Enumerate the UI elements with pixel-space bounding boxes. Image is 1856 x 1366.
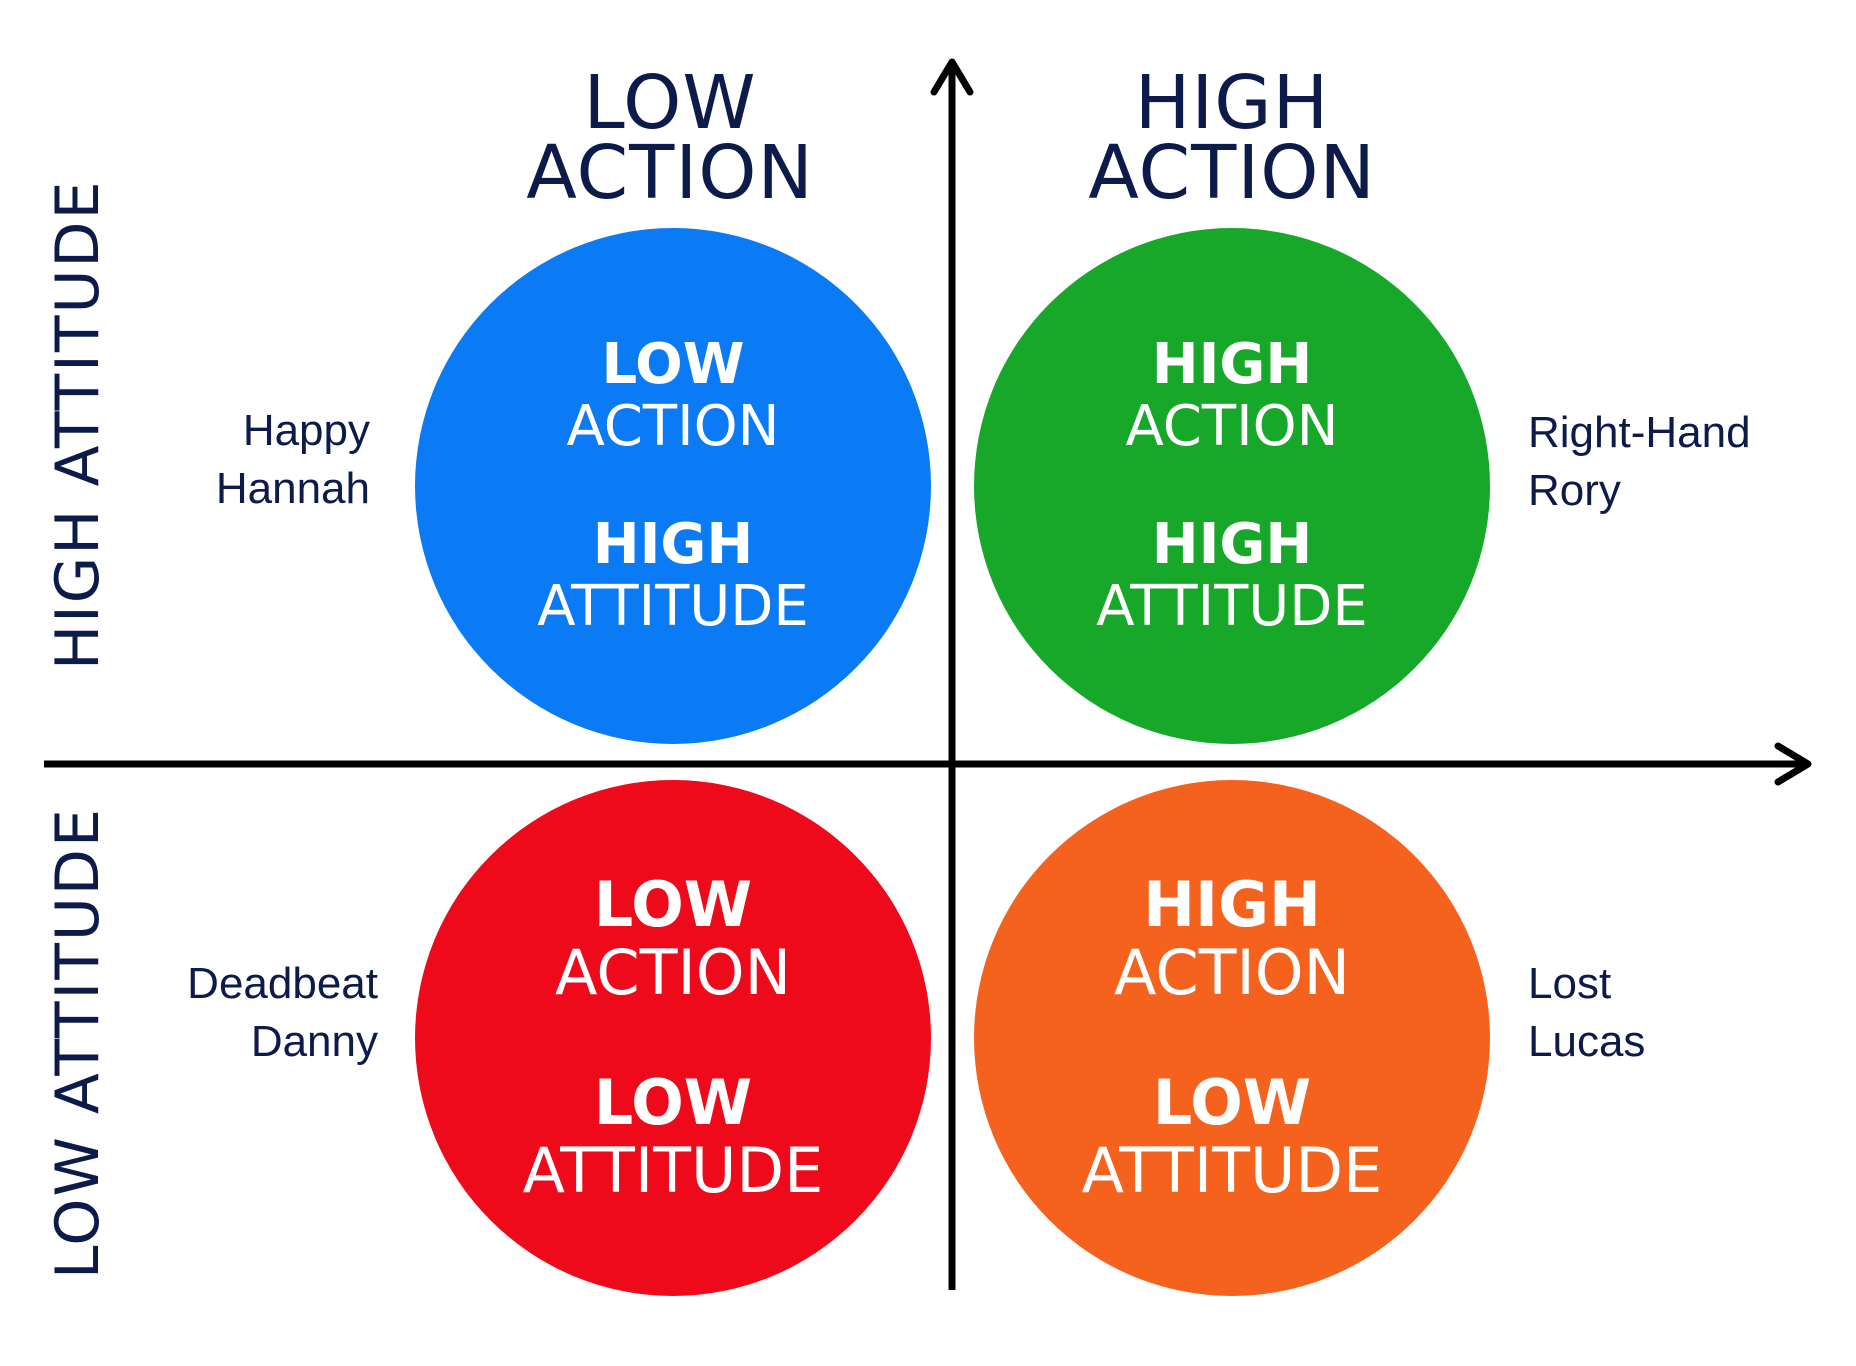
circle-high-action-low-attitude: HIGH ACTION LOW ATTITUDE	[974, 780, 1490, 1296]
persona-label-happy-hannah: Happy Hannah	[160, 402, 370, 518]
column-header-high-action: HIGH ACTION	[1032, 60, 1432, 216]
attitude-level: LOW	[593, 1066, 753, 1139]
attitude-word: ATTITUDE	[1081, 1134, 1383, 1207]
action-level: LOW	[601, 332, 745, 397]
attitude-level: LOW	[1152, 1066, 1312, 1139]
persona-first-name: Deadbeat	[187, 959, 378, 1008]
persona-label-deadbeat-danny: Deadbeat Danny	[140, 955, 378, 1071]
horizontal-axis-arrowhead	[1774, 742, 1812, 786]
column-header-low-action: LOW ACTION	[470, 60, 870, 216]
circle-low-action-high-attitude: LOW ACTION HIGH ATTITUDE	[415, 228, 931, 744]
persona-label-lost-lucas: Lost Lucas	[1528, 955, 1728, 1071]
action-word: ACTION	[1125, 394, 1339, 459]
column-header-high-action-line2: ACTION	[1088, 130, 1376, 216]
row-header-high-attitude: HIGH ATTITUDE	[43, 179, 113, 670]
action-level: LOW	[593, 868, 753, 941]
row-header-low-attitude: LOW ATTITUDE	[43, 807, 113, 1279]
persona-label-right-hand-rory: Right-Hand Rory	[1528, 404, 1808, 520]
attitude-word: ATTITUDE	[522, 1134, 824, 1207]
action-word: ACTION	[1114, 936, 1350, 1009]
persona-first-name: Happy	[242, 406, 370, 455]
attitude-level: HIGH	[592, 512, 754, 577]
vertical-axis-arrowhead	[930, 58, 974, 96]
attitude-word: ATTITUDE	[1096, 574, 1368, 639]
persona-last-name: Danny	[250, 1017, 378, 1066]
action-word: ACTION	[566, 394, 780, 459]
persona-first-name: Lost	[1528, 959, 1612, 1008]
action-level: HIGH	[1143, 868, 1321, 941]
column-header-high-action-line1: HIGH	[1134, 60, 1330, 146]
persona-last-name: Lucas	[1528, 1017, 1646, 1066]
persona-last-name: Rory	[1528, 466, 1621, 515]
column-header-low-action-line1: LOW	[583, 60, 757, 146]
action-level: HIGH	[1151, 332, 1313, 397]
circle-low-action-low-attitude: LOW ACTION LOW ATTITUDE	[415, 780, 931, 1296]
attitude-level: HIGH	[1151, 512, 1313, 577]
attitude-word: ATTITUDE	[537, 574, 809, 639]
circle-high-action-high-attitude: HIGH ACTION HIGH ATTITUDE	[974, 228, 1490, 744]
action-word: ACTION	[555, 936, 791, 1009]
column-header-low-action-line2: ACTION	[526, 130, 814, 216]
persona-first-name: Right-Hand	[1528, 408, 1751, 457]
persona-last-name: Hannah	[215, 464, 370, 513]
